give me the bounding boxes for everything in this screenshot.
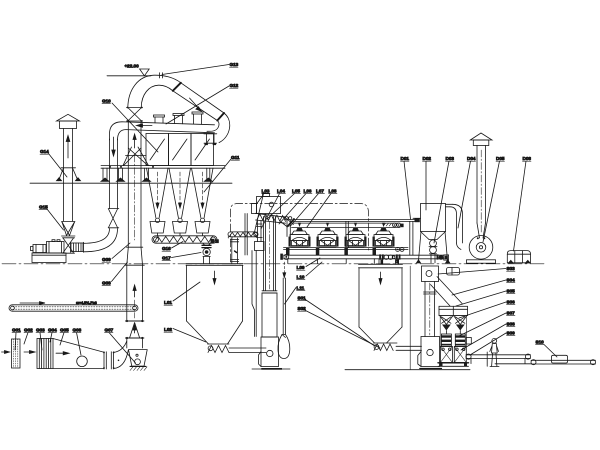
- svg-text:L05: L05: [292, 189, 300, 194]
- svg-text:S09: S09: [507, 331, 516, 336]
- svg-text:L08: L08: [329, 189, 337, 194]
- svg-text:D04: D04: [467, 156, 476, 161]
- svg-text:S01: S01: [298, 296, 307, 301]
- svg-text:G12: G12: [230, 83, 239, 88]
- svg-text:L02: L02: [164, 327, 172, 332]
- svg-text:L06: L06: [304, 189, 312, 194]
- svg-text:ω=4.5%,P≥8: ω=4.5%,P≥8: [76, 301, 97, 305]
- svg-text:G13: G13: [230, 62, 239, 67]
- svg-text:L10: L10: [297, 275, 305, 280]
- svg-text:S07: S07: [507, 311, 516, 316]
- svg-text:L11: L11: [297, 286, 305, 291]
- svg-text:L07: L07: [316, 189, 324, 194]
- svg-text:+22.00: +22.00: [125, 64, 140, 69]
- svg-text:G09: G09: [102, 257, 111, 262]
- svg-text:G01: G01: [12, 328, 21, 333]
- svg-text:G04: G04: [48, 328, 57, 333]
- svg-text:S05: S05: [507, 289, 516, 294]
- svg-text:G14: G14: [40, 149, 49, 154]
- svg-text:D02: D02: [423, 156, 432, 161]
- svg-text:D01: D01: [401, 156, 410, 161]
- svg-text:G08: G08: [102, 281, 111, 286]
- svg-text:S02: S02: [298, 306, 307, 311]
- svg-text:S03: S03: [507, 266, 516, 271]
- svg-text:L04: L04: [277, 189, 285, 194]
- svg-text:G02: G02: [24, 328, 33, 333]
- svg-text:G05: G05: [60, 328, 69, 333]
- svg-text:G15: G15: [39, 205, 48, 210]
- svg-text:G03: G03: [36, 328, 45, 333]
- svg-text:D03: D03: [446, 156, 455, 161]
- svg-text:G16: G16: [162, 246, 171, 251]
- svg-text:G17: G17: [162, 256, 171, 261]
- svg-text:L09: L09: [297, 265, 305, 270]
- svg-text:S08: S08: [507, 322, 516, 327]
- svg-text:D05: D05: [496, 156, 505, 161]
- svg-text:G06: G06: [73, 328, 82, 333]
- svg-text:S06: S06: [507, 300, 516, 305]
- svg-text:G11: G11: [231, 155, 240, 160]
- svg-text:G07: G07: [105, 328, 114, 333]
- svg-text:L01: L01: [164, 300, 172, 305]
- svg-text:S10: S10: [536, 340, 545, 345]
- svg-text:D06: D06: [523, 156, 532, 161]
- svg-text:L03: L03: [262, 189, 270, 194]
- svg-text:S04: S04: [507, 278, 516, 283]
- svg-text:G10: G10: [102, 99, 111, 104]
